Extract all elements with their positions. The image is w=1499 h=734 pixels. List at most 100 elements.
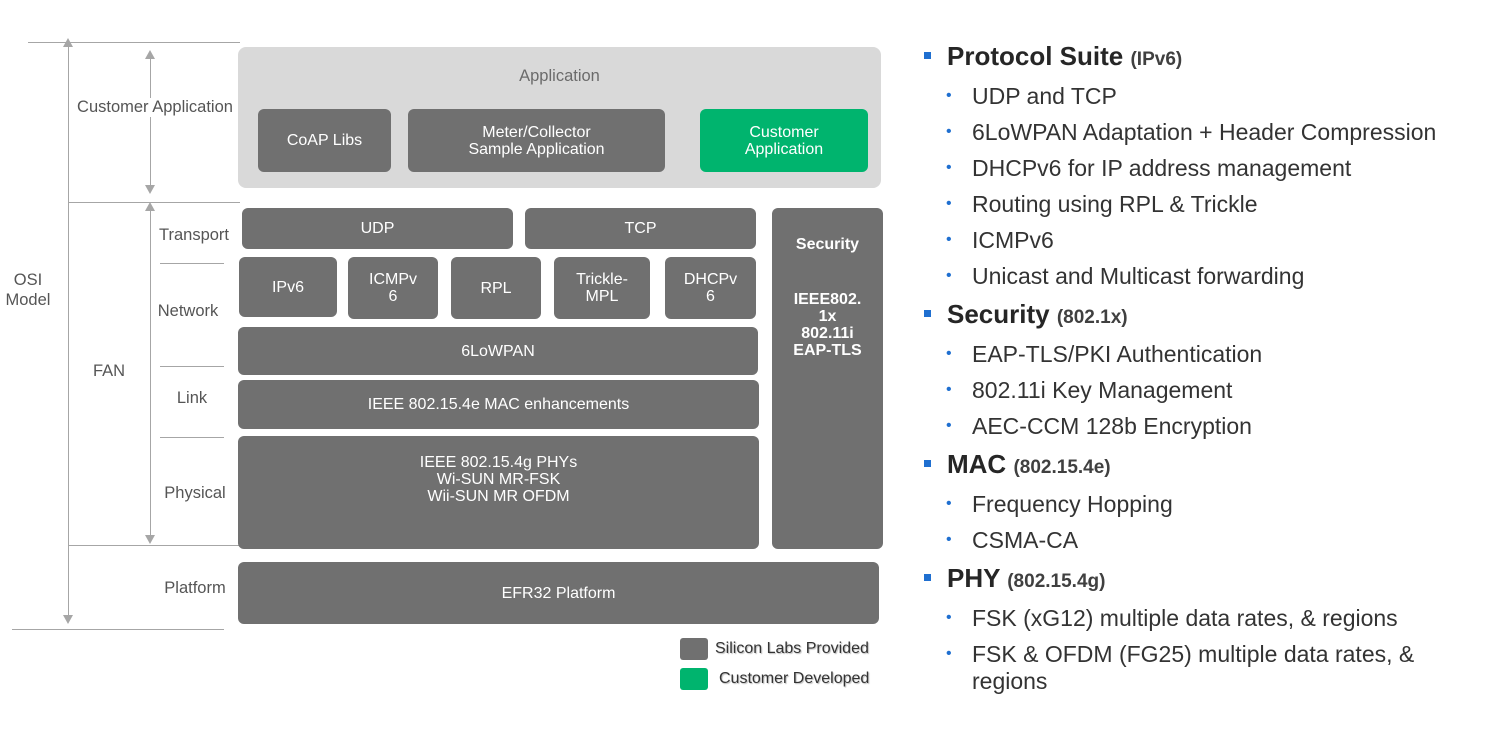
ipv6-box: IPv6 (239, 257, 337, 317)
dot-bullet-icon: • (946, 381, 952, 398)
list-item-text: UDP and TCP (972, 83, 1117, 109)
dot-bullet-icon: • (946, 645, 952, 662)
list-item: • FSK & OFDM (FG25) multiple data rates, … (946, 636, 1495, 699)
label-transport: Transport (159, 226, 229, 244)
square-bullet-icon (924, 574, 931, 581)
dot-bullet-icon: • (946, 531, 952, 548)
section-subtitle: (802.15.4e) (1013, 457, 1111, 478)
customer-app-arrow-up-icon (145, 50, 155, 59)
icmpv6-box: ICMPv 6 (348, 257, 438, 319)
list-item: • ICMPv6 (946, 222, 1495, 258)
section-security: Security (802.1x) • EAP-TLS/PKI Authentica… (920, 296, 1495, 444)
udp-box: UDP (242, 208, 513, 249)
dhcpv6-box: DHCPv 6 (665, 257, 756, 319)
fan-arrow-up-icon (145, 202, 155, 211)
list-item-text: DHCPv6 for IP address management (972, 155, 1352, 181)
dot-bullet-icon: • (946, 231, 952, 248)
phy-text: IEEE 802.15.4g PHYs Wi-SUN MR-FSK Wii-SU… (419, 454, 578, 505)
osi-arrow-up-icon (63, 38, 73, 47)
network-link-divider (160, 366, 224, 367)
mac-enhancements-box: IEEE 802.15.4e MAC enhancements (238, 380, 759, 429)
section-subtitle: (802.15.4g) (1007, 571, 1106, 592)
section-mac: MAC (802.15.4e) • Frequency Hopping • CSMA-C… (920, 446, 1495, 558)
legend-provided-label: Silicon Labs Provided (715, 640, 869, 657)
list-item: • Frequency Hopping (946, 486, 1495, 522)
list-item-text: EAP-TLS/PKI Authentication (972, 341, 1263, 367)
list-item-text: 802.11i Key Management (972, 377, 1233, 403)
list-item-text: CSMA-CA (972, 527, 1079, 553)
dot-bullet-icon: • (946, 495, 952, 512)
dot-bullet-icon: • (946, 123, 952, 140)
tcp-box: TCP (525, 208, 756, 249)
fan-arrow-down-icon (145, 535, 155, 544)
platform-top-line (68, 545, 240, 546)
efr32-platform-box: EFR32 Platform (238, 562, 879, 624)
list-item: •Routing using RPL & Trickle (946, 186, 1495, 222)
section-title: Security (947, 299, 1050, 329)
list-item-text: ICMPv6 (972, 227, 1054, 253)
dot-bullet-icon: • (946, 159, 952, 176)
security-column (772, 208, 883, 549)
customer-app-arrow-line (150, 56, 151, 192)
section-heading: MAC (802.15.4e) (947, 446, 1495, 486)
rpl-box: RPL (451, 257, 541, 319)
list-item-text: 6LoWPAN Adaptation + Header Compression (972, 119, 1437, 145)
list-item: • CSMA-CA (946, 522, 1495, 558)
list-item-text: Unicast and Multicast forwarding (972, 263, 1305, 289)
dot-bullet-icon: • (946, 87, 952, 104)
coap-libs-box: CoAP Libs (258, 109, 391, 172)
list-item-text: AEC-CCM 128b Encryption (972, 413, 1252, 439)
legend-provided-swatch (680, 638, 708, 660)
legend-developed-swatch (680, 668, 708, 690)
trickle-mpl-box: Trickle- MPL (554, 257, 650, 319)
legend-developed-label: Customer Developed (719, 670, 870, 687)
section-title: Protocol Suite (947, 41, 1124, 71)
list-item: • 6LoWPAN Adaptation + Header Compression (946, 114, 1495, 150)
application-panel-title: Application (519, 67, 600, 85)
label-physical: Physical (164, 484, 226, 502)
list-item-text: Routing using RPL & Trickle (972, 191, 1258, 217)
transport-network-divider (160, 263, 224, 264)
fan-arrow-line (150, 208, 151, 538)
meter-collector-box: Meter/Collector Sample Application (408, 109, 665, 172)
label-fan: FAN (92, 362, 126, 380)
list-item: • DHCPv6 for IP address management (946, 150, 1495, 186)
section-phy: PHY (802.15.4g) • FSK (xG12) multiple data… (920, 560, 1495, 699)
customer-application-box: Customer Application (700, 109, 868, 172)
label-network: Network (157, 302, 219, 320)
section-title: PHY (947, 563, 1000, 593)
section-subtitle: (IPv6) (1130, 49, 1183, 70)
section-heading: PHY (802.15.4g) (947, 560, 1495, 600)
dot-bullet-icon: • (946, 609, 952, 626)
osi-bottom-line (12, 629, 224, 630)
section-protocol-suite: Protocol Suite (IPv6) • UDP and TCP • 6LoWPA… (920, 38, 1495, 294)
label-link: Link (176, 389, 208, 407)
osi-top-line (28, 42, 240, 43)
security-column-title: Security (795, 236, 860, 253)
feature-list: Protocol Suite (IPv6) • UDP and TCP • 6LoWPA… (920, 36, 1495, 699)
phy-box: IEEE 802.15.4g PHYs Wi-SUN MR-FSK Wii-SU… (238, 436, 759, 549)
list-item-text: Frequency Hopping (972, 491, 1173, 517)
section-title: MAC (947, 449, 1007, 479)
6lowpan-box: 6LoWPAN (238, 327, 758, 375)
list-item: •Unicast and Multicast forwarding (946, 258, 1495, 294)
label-osi-model: OSI Model (0, 270, 56, 310)
customer-app-arrow-down-icon (145, 185, 155, 194)
osi-arrow-line (68, 44, 69, 622)
list-item: • UDP and TCP (946, 78, 1495, 114)
list-item: • AEC-CCM 128b Encryption (946, 408, 1495, 444)
square-bullet-icon (924, 52, 931, 59)
square-bullet-icon (924, 310, 931, 317)
link-physical-divider (160, 437, 224, 438)
list-item-text: FSK & OFDM (FG25) multiple data rates, &… (972, 641, 1415, 694)
section-heading: Security (802.1x) (947, 296, 1495, 336)
security-column-body: IEEE802. 1x 802.11i EAP-TLS (793, 291, 862, 359)
label-customer-application: Customer Application (72, 98, 238, 117)
list-item: • FSK (xG12) multiple data rates, & regio… (946, 600, 1495, 636)
list-item-text: FSK (xG12) multiple data rates, & region… (972, 605, 1398, 631)
square-bullet-icon (924, 460, 931, 467)
list-item: • 802.11i Key Management (946, 372, 1495, 408)
dot-bullet-icon: • (946, 345, 952, 362)
section-heading: Protocol Suite (IPv6) (947, 38, 1495, 78)
dot-bullet-icon: • (946, 417, 952, 434)
